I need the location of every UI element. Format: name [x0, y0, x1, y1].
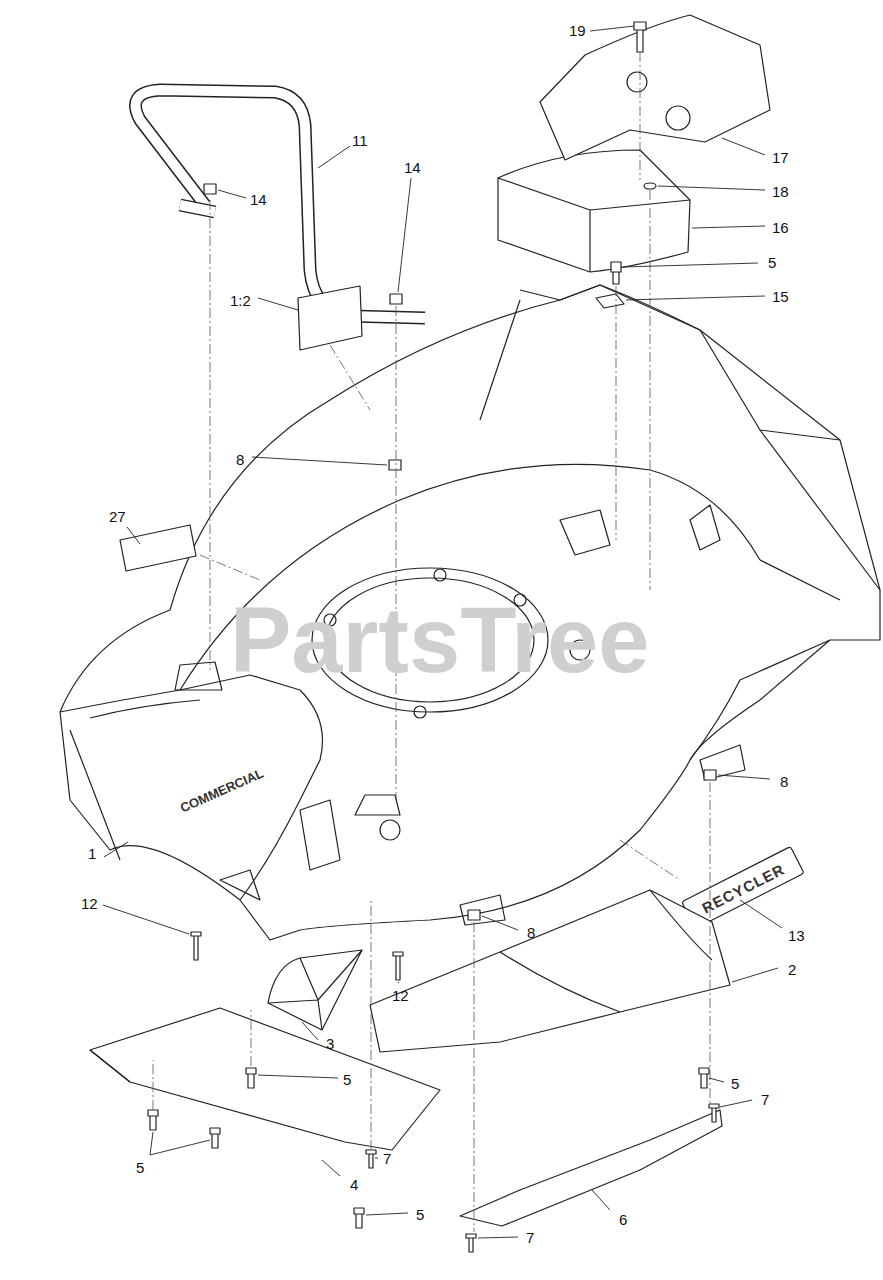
- callout-number: 14: [250, 192, 267, 207]
- callout-number: 5: [731, 1076, 739, 1091]
- callout-number: 3: [326, 1036, 334, 1051]
- callout-number: 7: [761, 1092, 769, 1107]
- callout-number: 13: [788, 928, 805, 943]
- callout-number: 6: [619, 1212, 627, 1227]
- watermark: PartsTree: [230, 594, 649, 686]
- callout-number: 17: [772, 150, 789, 165]
- callout-number: 27: [109, 509, 126, 524]
- callout-number: 19: [569, 23, 586, 38]
- callout-number: 15: [772, 289, 789, 304]
- callout-number: 7: [383, 1151, 391, 1166]
- callout-number: 4: [350, 1177, 358, 1192]
- callout-number: 12: [392, 988, 409, 1003]
- callout-number: 14: [404, 160, 421, 175]
- callout-number: 12: [81, 896, 98, 911]
- callout-number: 5: [768, 255, 776, 270]
- callout-number: 2: [788, 962, 796, 977]
- callout-number: 8: [236, 452, 244, 467]
- callout-number: 5: [416, 1207, 424, 1222]
- callout-number: 5: [136, 1160, 144, 1175]
- callout-number: 18: [772, 184, 789, 199]
- callout-number: 8: [780, 774, 788, 789]
- callout-number: 1:2: [230, 293, 251, 308]
- callout-number: 1: [88, 846, 96, 861]
- callout-number: 5: [343, 1072, 351, 1087]
- callout-number: 16: [772, 220, 789, 235]
- callout-number: 8: [527, 925, 535, 940]
- callout-number: 11: [352, 133, 368, 148]
- callout-number: 7: [526, 1230, 534, 1245]
